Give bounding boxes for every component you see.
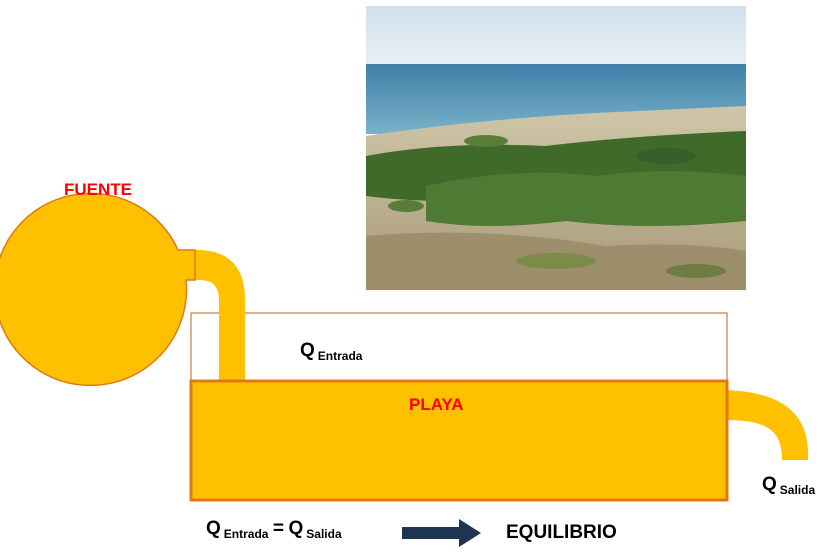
equation-left-subscript: Entrada <box>223 527 269 541</box>
source-label: FUENTE <box>64 180 132 199</box>
inflow-symbol: Q <box>300 340 315 361</box>
equation-left-symbol: Q <box>206 518 221 539</box>
outflow-subscript: Salida <box>779 483 816 497</box>
beach-box <box>189 379 729 502</box>
right-arrow-icon <box>402 519 481 547</box>
outflow-pipe <box>725 390 809 460</box>
equation-right-subscript: Salida <box>306 527 342 541</box>
equation-equals: = <box>272 518 285 539</box>
beach-label: PLAYA <box>409 395 464 414</box>
equation-right-symbol: Q <box>288 518 304 539</box>
outflow-symbol: Q <box>762 474 777 495</box>
equilibrium-label: EQUILIBRIO <box>506 522 617 543</box>
source-reservoir <box>0 192 196 387</box>
inflow-pipe <box>195 250 245 382</box>
beach-photo <box>366 6 746 290</box>
inflow-subscript: Entrada <box>317 349 363 363</box>
